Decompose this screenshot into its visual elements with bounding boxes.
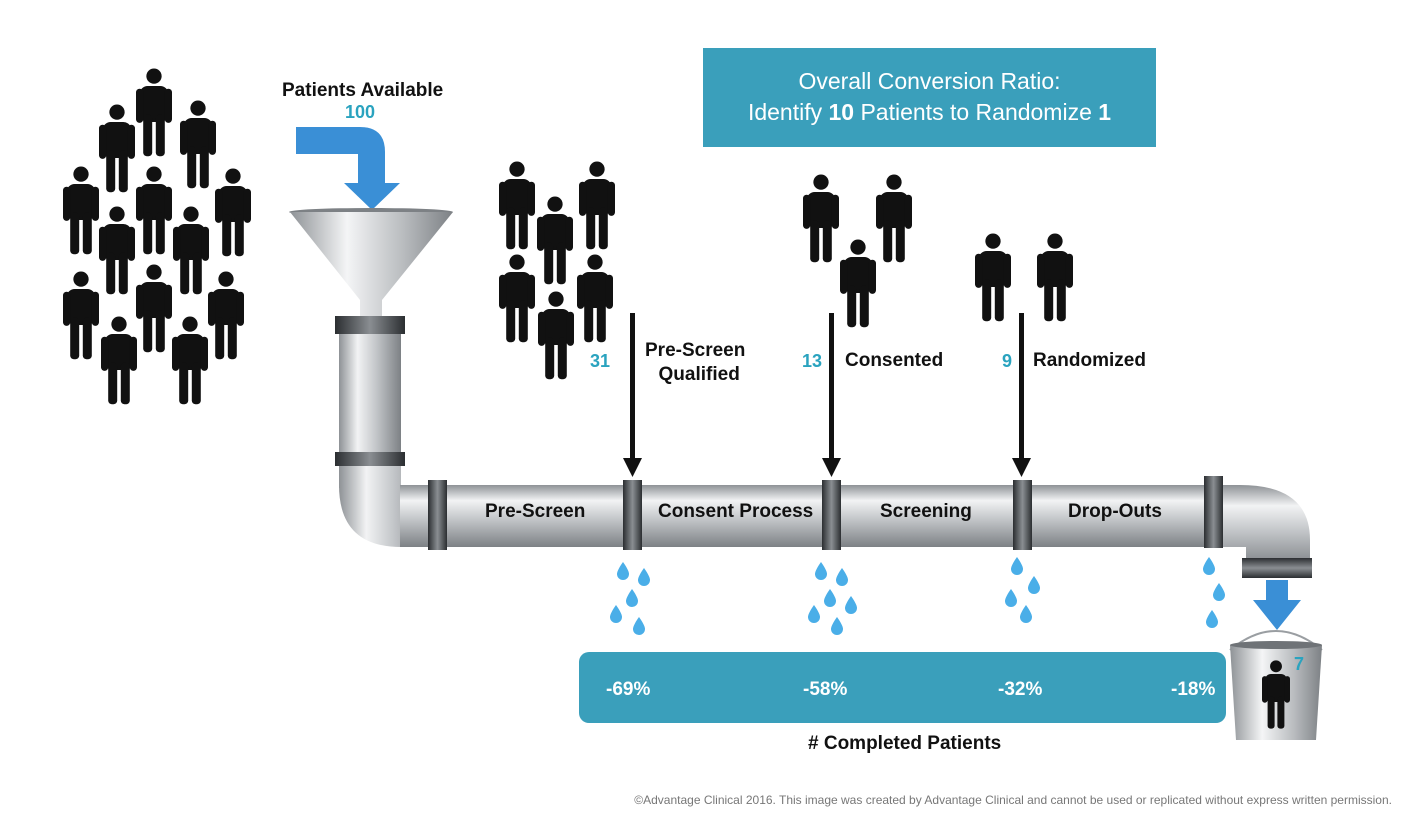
water-drop-icon [815, 562, 827, 580]
water-drop-icon [1005, 589, 1017, 607]
down-arrow-icon [630, 313, 635, 463]
consented-label: Consented [845, 350, 944, 371]
water-drop-icon [1206, 610, 1218, 628]
ratio-title: Overall Conversion Ratio: [798, 68, 1061, 94]
water-drop-icon [836, 568, 848, 586]
water-drop-icon [831, 617, 843, 635]
down-arrow-icon [829, 313, 834, 463]
pipe-icon [335, 316, 1312, 578]
water-drop-icon [824, 589, 836, 607]
ratio-detail: Identify 10 Patients to Randomize 1 [703, 97, 1156, 128]
person-icon [208, 271, 244, 360]
person-icon [499, 161, 535, 250]
patients-available-label: Patients Available [282, 80, 444, 101]
person-icon [499, 254, 535, 343]
completed-patients-count: 7 [1294, 654, 1305, 674]
water-drop-icon [610, 605, 622, 623]
funnel-icon [289, 208, 453, 316]
drop-rate-screening: -32% [998, 679, 1043, 700]
water-drop-icon [1011, 557, 1023, 575]
water-drop-icon [1213, 583, 1225, 601]
pre-screen-qualified-label: Pre-Screen Qualified [645, 340, 746, 385]
ratio-middle-text: Patients to Randomize [860, 99, 1092, 125]
person-icon [172, 316, 208, 405]
intake-arrow-icon [296, 127, 400, 210]
ratio-prefix: Identify [747, 99, 823, 125]
pipe-label-screening: Screening [880, 501, 972, 522]
person-icon [136, 166, 172, 255]
randomized-people [975, 233, 1073, 322]
down-arrow-icon [1019, 313, 1024, 463]
patients-available-count: 100 [345, 102, 376, 122]
drop-rate-drop-outs: -18% [1171, 679, 1216, 700]
person-icon [803, 174, 839, 263]
stage-arrows [623, 313, 1031, 477]
leak-drops [610, 557, 1225, 635]
randomized-count: 9 [1002, 351, 1013, 371]
water-drop-icon [845, 596, 857, 614]
pipe-label-pre-screen: Pre-Screen [485, 501, 586, 522]
drop-rate-bar [579, 652, 1226, 723]
drop-rate-pre-screen: -69% [606, 679, 651, 700]
patients-available-crowd [63, 68, 251, 405]
water-drop-icon [1028, 576, 1040, 594]
completed-patients-label: # Completed Patients [808, 733, 1002, 754]
person-icon [136, 264, 172, 353]
consented-people [803, 174, 912, 328]
person-icon [840, 239, 876, 328]
person-icon [538, 291, 574, 380]
consented-count: 13 [802, 351, 823, 371]
person-icon [63, 166, 99, 255]
person-icon [577, 254, 613, 343]
copyright-notice: ©Advantage Clinical 2016. This image was… [634, 793, 1392, 807]
drop-rate-consent: -58% [803, 679, 848, 700]
water-drop-icon [638, 568, 650, 586]
pipe-label-consent-process: Consent Process [658, 501, 814, 522]
person-icon [101, 316, 137, 405]
person-icon [579, 161, 615, 250]
bucket-icon [1229, 630, 1323, 740]
person-icon [136, 68, 172, 157]
person-icon [537, 196, 573, 285]
ratio-identify-count: 10 [828, 99, 855, 125]
person-icon [99, 206, 135, 295]
pre-screen-qualified-people [499, 161, 615, 380]
outflow-arrow-icon [1253, 580, 1301, 630]
randomized-label: Randomized [1033, 350, 1146, 371]
ratio-randomize-count: 1 [1098, 99, 1112, 125]
person-icon [63, 271, 99, 360]
person-icon [99, 104, 135, 193]
water-drop-icon [633, 617, 645, 635]
water-drop-icon [626, 589, 638, 607]
person-icon [215, 168, 251, 257]
water-drop-icon [617, 562, 629, 580]
overall-conversion-ratio-box: Overall Conversion Ratio: Identify 10 Pa… [703, 48, 1156, 147]
person-icon [1037, 233, 1073, 322]
water-drop-icon [808, 605, 820, 623]
person-icon [180, 100, 216, 189]
person-icon [975, 233, 1011, 322]
water-drop-icon [1020, 605, 1032, 623]
person-icon [173, 206, 209, 295]
person-icon [876, 174, 912, 263]
water-drop-icon [1203, 557, 1215, 575]
pipe-label-drop-outs: Drop-Outs [1068, 501, 1162, 522]
pre-screen-qualified-count: 31 [590, 351, 611, 371]
